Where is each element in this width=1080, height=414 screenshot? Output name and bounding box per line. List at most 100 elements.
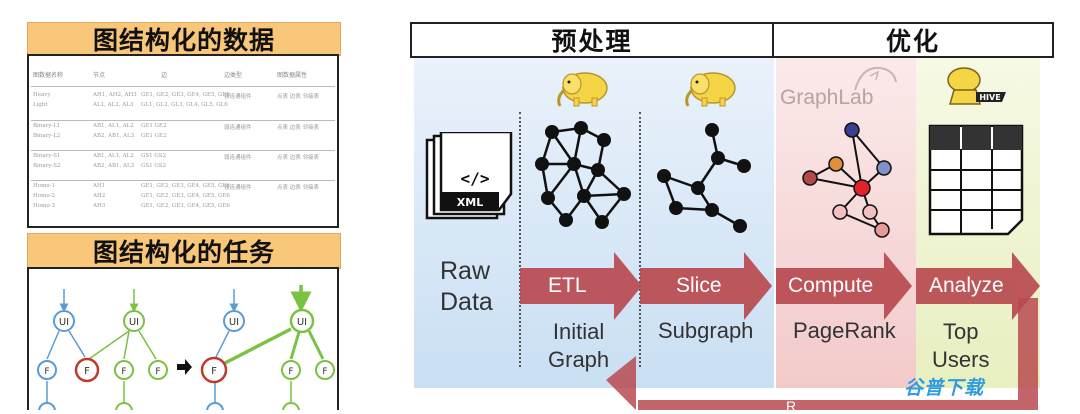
table-cell: GE1 GE2 — [141, 133, 167, 139]
table-cell: AB2, AB1, AL3 — [93, 163, 135, 169]
f-node-label: F — [155, 367, 160, 377]
edge — [46, 330, 60, 360]
pagerank-graph — [802, 122, 892, 238]
task-graph-panel: UI UI F F F F UI UI F F F — [27, 267, 339, 410]
table-cell: AB1, AL1, AL2 — [93, 123, 134, 129]
table-cell: Homo-1 — [33, 183, 55, 189]
task-graph: UI UI F F F F UI UI F F F — [37, 285, 335, 410]
f-node-label: F — [288, 367, 293, 377]
table-cell: 强连通组件 — [224, 185, 252, 191]
table-cell: Binary-L1 — [33, 123, 61, 129]
table-divider — [31, 86, 335, 87]
table-cell: Heavy — [33, 92, 51, 98]
f-node-label: F — [211, 366, 217, 377]
edge — [224, 327, 292, 365]
analyze-arrow-label: Analyze — [929, 274, 1004, 297]
f-node-label: F — [84, 366, 90, 377]
partial-node — [206, 402, 224, 410]
edge — [214, 330, 230, 360]
ui-node: UI — [123, 310, 145, 332]
table-cell: AL1, AL2, AL3 — [93, 102, 134, 108]
f-node: F — [114, 360, 134, 380]
header-cell: 图数据属性 — [277, 72, 308, 79]
preprocess-header: 预处理 — [410, 22, 774, 58]
subgraph-caption: Subgraph — [658, 318, 754, 343]
f-node: F — [37, 360, 57, 380]
compute-arrow-icon — [776, 252, 912, 320]
pipeline-arrows — [520, 252, 1040, 410]
table-cell: GE1, GE2, GE3, GE4, GE5, GE6 — [141, 203, 230, 209]
edge — [88, 330, 130, 360]
header-cell: 边类型 — [224, 72, 243, 79]
ui-node-label: UI — [129, 317, 139, 328]
table-cell: AH2 — [93, 193, 106, 199]
table-cell: GS1 GS2 — [141, 153, 167, 159]
compute-arrow-label: Compute — [788, 274, 874, 297]
code-glyph: </> — [461, 169, 490, 188]
edge — [307, 330, 325, 360]
table-cell: AH1 — [93, 183, 106, 189]
ui-node-label: UI — [229, 317, 239, 328]
table-cell: GL1, GL2, GL3, GL4, GL5, GL6 — [141, 102, 228, 108]
table-cell: GE1, GE2, GE3, GE4, GE5, GE6 — [141, 183, 230, 189]
f-node: F — [315, 360, 335, 380]
table-cell: Binary-S2 — [33, 163, 61, 169]
table-cell: AH1, AH2, AH3 — [93, 92, 137, 98]
table-cell: GE1 GE2 — [141, 123, 167, 129]
table-cell: 弱连通组件 — [224, 125, 252, 131]
structured-task-title: 图结构化的任务 — [27, 233, 341, 269]
table-divider — [31, 120, 335, 121]
feedback-arrow-label: R — [786, 398, 797, 414]
feedback-arrowhead-icon — [606, 356, 636, 410]
partial-node — [115, 402, 133, 410]
transform-arrow-icon — [177, 359, 192, 375]
ui-node-label: UI — [297, 317, 307, 328]
partial-node — [282, 402, 300, 410]
table-cell: Homo-3 — [33, 203, 55, 209]
header-cell: 边 — [161, 72, 168, 79]
table-cell: GE1, GE2, GE3, GE4, GE5, GE6 — [141, 92, 230, 98]
table-cell: AB1, AL1, AL2 — [93, 153, 134, 159]
table-cell: AB2, AB1, AL3 — [93, 133, 135, 139]
graphlab-bird-icon — [854, 66, 897, 91]
table-cell: GS1 GS2 — [141, 163, 167, 169]
edge — [68, 330, 86, 358]
f-node-label: F — [44, 367, 49, 377]
stage-divider — [639, 112, 641, 367]
f-node-label: F — [121, 367, 126, 377]
table-cell: 点表 边表 邻接表 — [277, 125, 319, 131]
structured-data-title: 图结构化的数据 — [27, 22, 341, 56]
etl-arrow-icon — [520, 252, 642, 320]
table-cell: Binary-S1 — [33, 153, 61, 159]
table-cell: 弱连通组件 — [224, 155, 252, 161]
hadoop-elephant-icon — [685, 72, 736, 107]
header-cell: 节点 — [93, 72, 106, 79]
slice-arrow-icon — [640, 252, 772, 320]
hive-logo-icon: HIVE — [947, 67, 1006, 105]
table-cell: 点表 边表 邻接表 — [277, 94, 319, 100]
pagerank-caption: PageRank — [793, 318, 896, 343]
optimize-header: 优化 — [772, 22, 1054, 58]
table-cell: Light — [33, 102, 48, 108]
hadoop-elephant-icon — [557, 72, 608, 107]
table-divider — [31, 150, 335, 151]
table-header: 图数据名称 节点 边 边类型 图数据属性 — [29, 70, 337, 83]
etl-arrow-label: ETL — [548, 274, 587, 297]
initial-graph — [535, 121, 631, 229]
header-cell: 图数据名称 — [33, 72, 64, 79]
edge — [138, 330, 157, 360]
graphlab-logo: GraphLab — [780, 86, 874, 109]
table-cell: GE1, GE2, GE3, GE4, GE5, GE6 — [141, 193, 230, 199]
xml-document-icon: </> XML — [425, 132, 513, 220]
edge — [289, 331, 301, 360]
ui-node-label: UI — [59, 317, 69, 328]
ui-node: UI — [289, 308, 315, 334]
table-cell: Binary-L2 — [33, 133, 61, 139]
f-node-label: F — [322, 367, 327, 377]
f-node: F — [74, 357, 100, 383]
f-node: F — [200, 356, 228, 384]
